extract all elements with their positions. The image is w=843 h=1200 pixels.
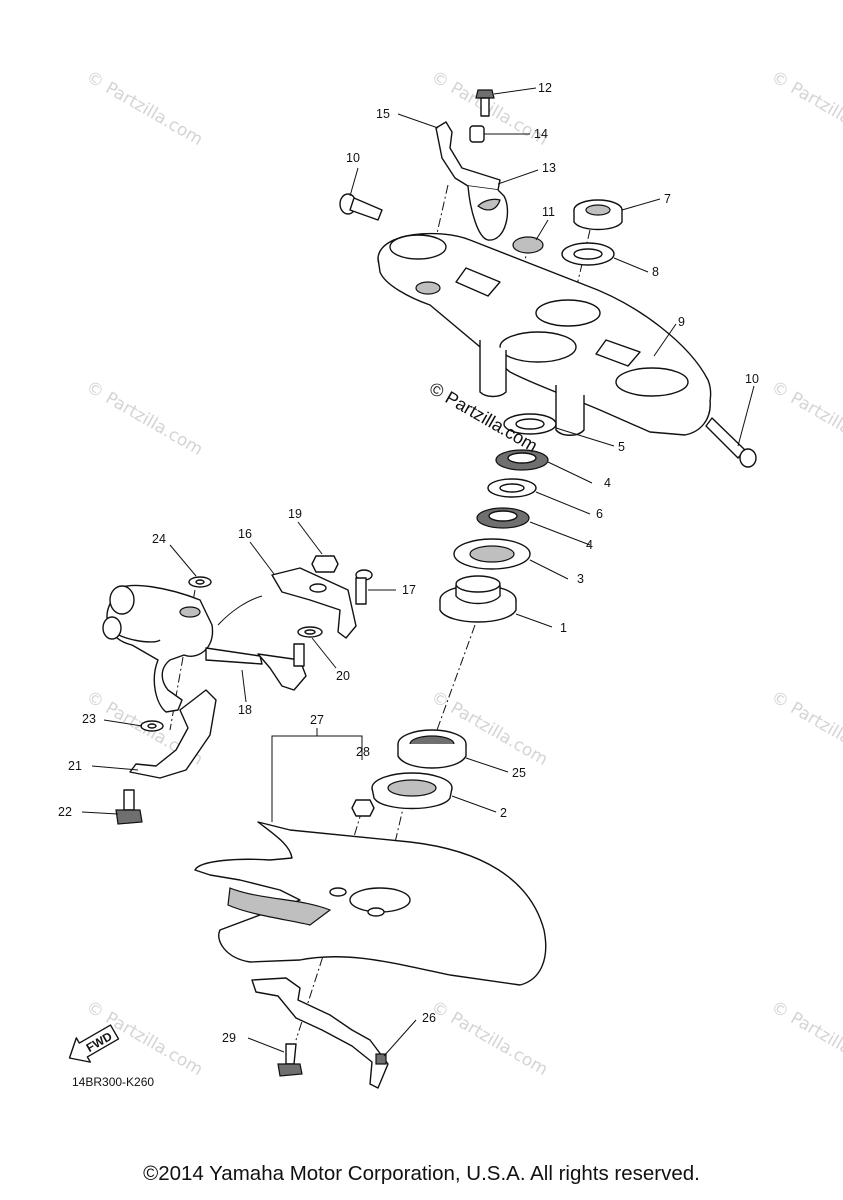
callout-24: 24 bbox=[152, 532, 166, 546]
callout-21: 21 bbox=[68, 759, 82, 773]
callout-28: 28 bbox=[356, 745, 370, 759]
nut-part-19 bbox=[311, 555, 339, 573]
nut-part-28 bbox=[351, 799, 375, 817]
callout-25: 25 bbox=[512, 766, 526, 780]
under-bracket-part-27 bbox=[194, 821, 547, 986]
callout-11: 11 bbox=[542, 205, 555, 219]
callout-3: 3 bbox=[577, 572, 584, 586]
copyright-notice: ©2014 Yamaha Motor Corporation, U.S.A. A… bbox=[143, 1162, 700, 1185]
callout-13: 13 bbox=[542, 161, 556, 175]
callout-23: 23 bbox=[82, 712, 96, 726]
group-bracket-27 bbox=[271, 728, 363, 822]
watermark-tile: © Partzilla.com bbox=[83, 377, 207, 460]
fwd-arrow-icon: FWD bbox=[68, 1024, 120, 1063]
callout-4-lower: 4 bbox=[586, 538, 593, 552]
callout-labels: 12 15 14 10 13 7 11 8 9 10 5 4 6 4 3 1 2… bbox=[58, 81, 759, 1045]
bolt-part-12 bbox=[475, 89, 495, 117]
cap-part-11 bbox=[512, 236, 544, 254]
collar-part-14 bbox=[469, 125, 485, 143]
callout-16: 16 bbox=[238, 527, 252, 541]
stay-part-26 bbox=[251, 977, 389, 1089]
callout-8: 8 bbox=[652, 265, 659, 279]
race-part-2 bbox=[371, 772, 453, 810]
callout-1: 1 bbox=[560, 621, 567, 635]
steering-damper-part-18 bbox=[102, 584, 307, 713]
upper-bracket-part-9 bbox=[377, 232, 712, 436]
washer-part-6 bbox=[487, 478, 537, 498]
washer-part-23 bbox=[140, 720, 164, 732]
callout-10-left: 10 bbox=[346, 151, 360, 165]
callout-14: 14 bbox=[534, 127, 548, 141]
callout-12: 12 bbox=[538, 81, 552, 95]
bolt-part-22 bbox=[115, 789, 143, 825]
callout-2: 2 bbox=[500, 806, 507, 820]
bolt-part-10-right bbox=[705, 417, 757, 468]
bolt-part-10-left bbox=[339, 193, 383, 221]
callout-15: 15 bbox=[376, 107, 390, 121]
callout-22: 22 bbox=[58, 805, 72, 819]
damper-bracket-part-16 bbox=[271, 567, 357, 639]
watermark-tile: © Partzilla.com bbox=[768, 997, 843, 1080]
bracket-part-21 bbox=[129, 689, 217, 779]
nut-part-7 bbox=[573, 199, 623, 231]
ring-nut-part-4-upper bbox=[495, 449, 549, 471]
callout-26: 26 bbox=[422, 1011, 436, 1025]
cover-part-3 bbox=[453, 538, 531, 570]
callout-27: 27 bbox=[310, 713, 324, 727]
leader-lines bbox=[81, 87, 755, 1057]
callout-9: 9 bbox=[678, 315, 685, 329]
callout-10-right: 10 bbox=[745, 372, 759, 386]
washer-part-24 bbox=[188, 576, 212, 588]
callout-7: 7 bbox=[664, 192, 671, 206]
callout-4-upper: 4 bbox=[604, 476, 611, 490]
washer-part-5 bbox=[503, 413, 557, 435]
watermark-tile: © Partzilla.com bbox=[83, 67, 207, 150]
callout-29: 29 bbox=[222, 1031, 236, 1045]
watermark-tile: © Partzilla.com bbox=[768, 67, 843, 150]
washer-part-20 bbox=[297, 626, 323, 638]
bolt-part-29 bbox=[277, 1043, 303, 1077]
bolt-part-17 bbox=[355, 569, 373, 605]
callout-17: 17 bbox=[402, 583, 416, 597]
bracket-part-13 bbox=[435, 121, 509, 241]
callout-6: 6 bbox=[596, 507, 603, 521]
washer-part-8 bbox=[561, 242, 615, 266]
watermark-tile: © Partzilla.com bbox=[428, 997, 552, 1080]
watermark-tile: © Partzilla.com bbox=[768, 687, 843, 770]
ring-nut-part-4-lower bbox=[476, 507, 530, 529]
callout-19: 19 bbox=[288, 507, 302, 521]
callout-18: 18 bbox=[238, 703, 252, 717]
watermark-tile: © Partzilla.com bbox=[768, 377, 843, 460]
callout-20: 20 bbox=[336, 669, 350, 683]
callout-5: 5 bbox=[618, 440, 625, 454]
bearing-part-1 bbox=[439, 575, 517, 623]
diagram-code: 14BR300-K260 bbox=[72, 1075, 154, 1089]
bearing-part-25 bbox=[397, 729, 467, 769]
